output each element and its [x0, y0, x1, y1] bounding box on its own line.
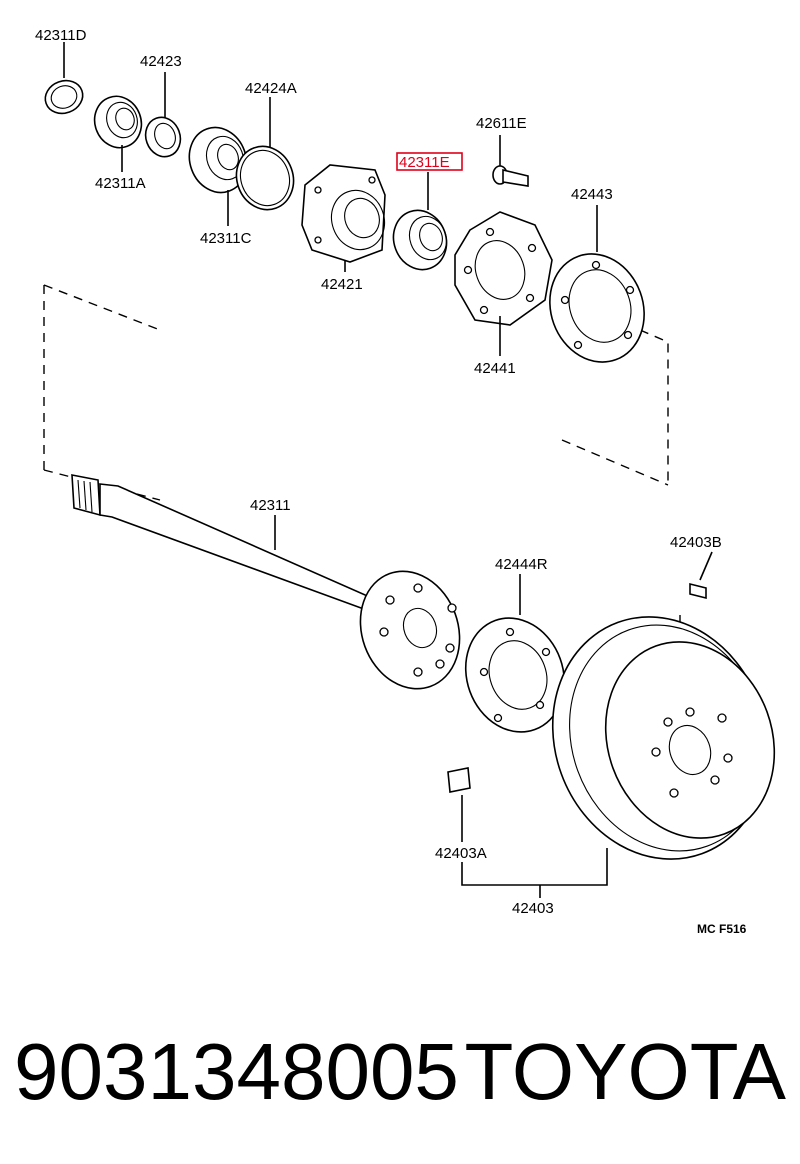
label-42403B: 42403B — [670, 534, 722, 551]
drum-bracket-line — [461, 848, 608, 898]
label-42403: 42403 — [512, 900, 554, 917]
label-42311: 42311 — [250, 497, 291, 514]
part-number: 9031348005 — [14, 1027, 459, 1116]
bearing-part — [93, 95, 143, 172]
label-42311A: 42311A — [95, 175, 146, 192]
label-42424A: 42424A — [245, 80, 297, 97]
bearing-c-part — [188, 126, 248, 226]
caption-bar: 9031348005 TOYOTA — [14, 1030, 786, 1114]
bolt-part — [492, 135, 529, 187]
label-42421: 42421 — [321, 276, 363, 293]
plug-part — [447, 767, 471, 842]
label-42423: 42423 — [140, 53, 182, 70]
o-ring-part — [235, 97, 295, 211]
screw-part — [689, 551, 713, 600]
label-42311C: 42311C — [200, 230, 252, 247]
label-42444R: 42444R — [495, 556, 548, 573]
snap-ring-part — [44, 42, 84, 115]
brake-drum-part — [551, 616, 776, 860]
label-42443: 42443 — [571, 186, 613, 203]
axle-shaft-part — [71, 474, 461, 690]
label-42311E-highlighted: 42311E — [399, 154, 450, 171]
figure-code: MC F516 — [697, 922, 747, 936]
label-42611E: 42611E — [476, 115, 527, 132]
seal-part — [144, 72, 182, 158]
hub-plate-part — [454, 211, 553, 356]
label-42441: 42441 — [474, 360, 516, 377]
highlighted-bearing-part — [392, 172, 448, 271]
brand-name: TOYOTA — [464, 1027, 786, 1116]
retainer-part — [301, 164, 386, 272]
label-42311D: 42311D — [35, 27, 87, 44]
highlight-box — [396, 152, 463, 171]
gasket-part — [549, 205, 645, 363]
parts-diagram: 42311D 42423 42424A 42311A 42311C 42611E… — [35, 27, 776, 936]
drum-gasket-part — [464, 574, 566, 733]
label-42403A: 42403A — [435, 845, 487, 862]
